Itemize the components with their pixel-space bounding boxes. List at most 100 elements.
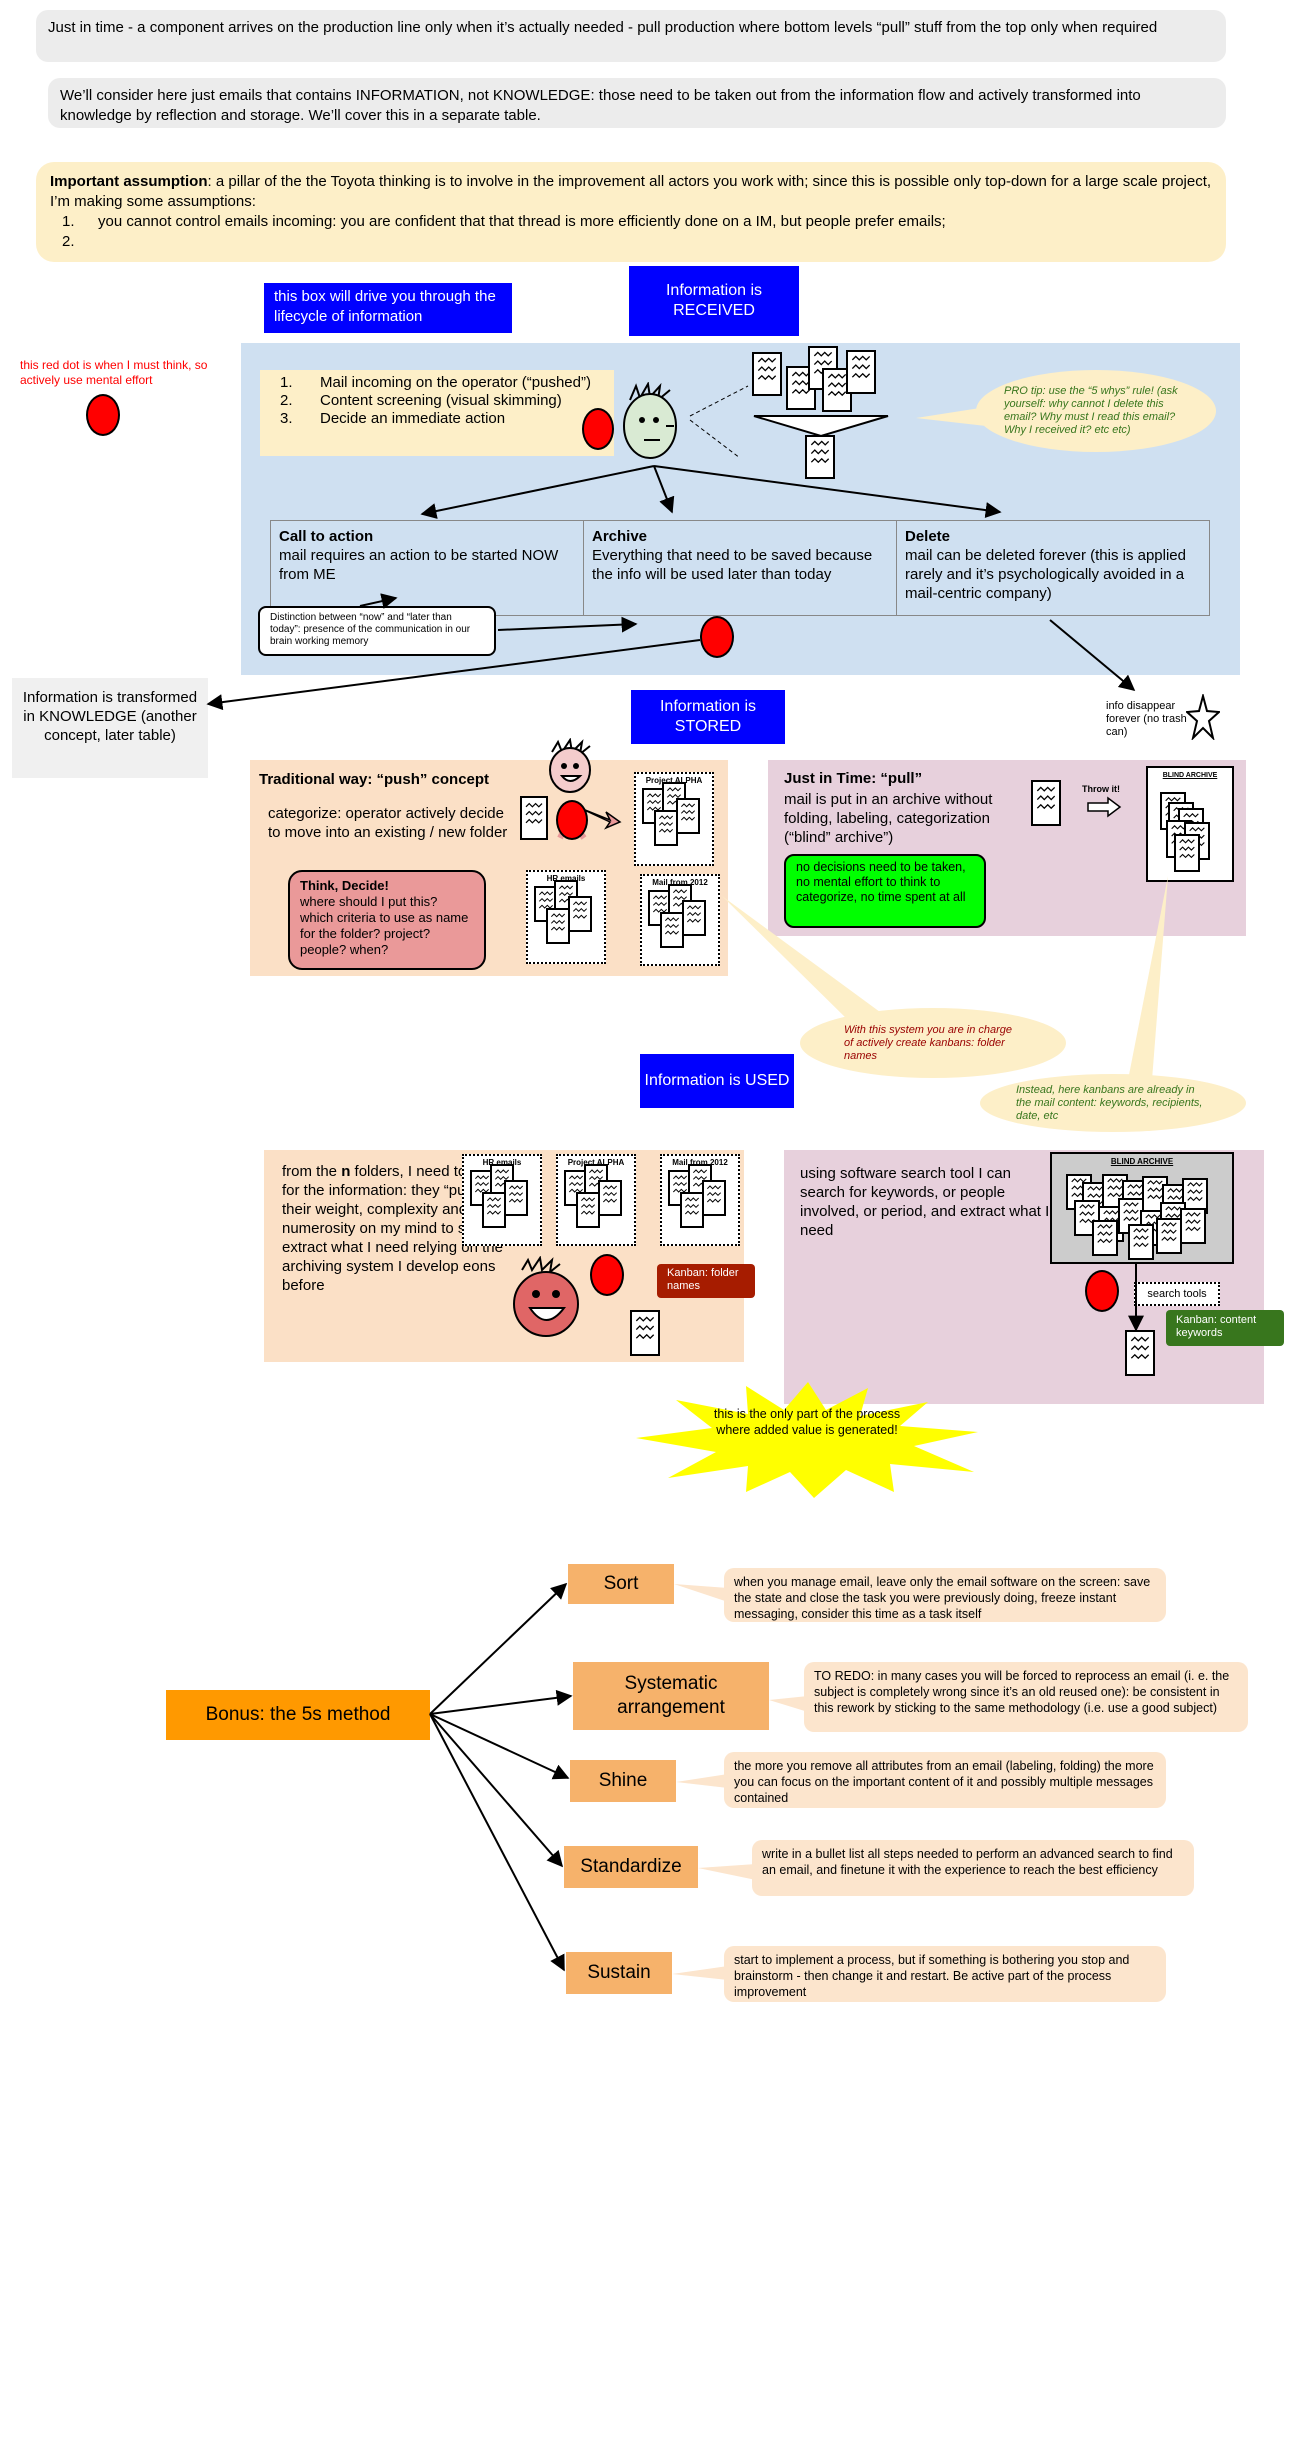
mail-icon	[752, 352, 782, 396]
mail-icon	[846, 350, 876, 394]
folder-label: Project ALPHA	[645, 776, 703, 785]
disappear-note: info disappear forever (no trash can)	[1106, 700, 1187, 738]
kanban-folder-label: Kanban: folder names	[657, 1264, 755, 1298]
received-step-2: 2. Content screening (visual skimming)	[266, 392, 608, 410]
used-label: Information is USED	[640, 1054, 794, 1108]
pull-kanban-text: Instead, here kanbans are already in the…	[1016, 1083, 1203, 1122]
mail-icon	[598, 1180, 622, 1216]
pull-title: Just in Time: “pull”	[784, 770, 923, 787]
red-dot-software	[1085, 1270, 1119, 1312]
received-step-1: 1.Mail incoming on the operator (“pushed…	[266, 374, 608, 392]
red-dot-search	[590, 1254, 624, 1296]
folder-label: HR emails	[546, 874, 586, 883]
folder-label: HR emails	[482, 1158, 522, 1167]
mail-icon	[702, 1180, 726, 1216]
red-dot-legend	[86, 394, 120, 436]
action-text: Everything that need to be saved because…	[592, 547, 873, 583]
mail-icon	[1156, 1218, 1182, 1254]
action-text: mail can be deleted forever (this is app…	[905, 547, 1186, 602]
pro-tip-text: PRO tip: use the “5 whys” rule! (ask you…	[1004, 385, 1178, 436]
folder-label: Mail from 2012	[672, 1158, 728, 1167]
folder-hr-emails-used: HR emails	[462, 1154, 542, 1246]
step-text: Decide an immediate action	[320, 410, 506, 427]
five-s-sustain: Sustain	[566, 1952, 672, 1994]
mail-icon	[654, 810, 678, 846]
mail-icon	[576, 1192, 600, 1228]
assumption-note: Important assumption: a pillar of the th…	[36, 162, 1226, 262]
jit-note: Just in time - a component arrives on th…	[36, 10, 1226, 62]
folder-label: Mail from 2012	[652, 878, 708, 887]
assumption-text: : a pillar of the the Toyota thinking is…	[50, 173, 1212, 210]
blind-archive-used: BLIND ARCHIVE	[1050, 1152, 1234, 1264]
step-number: 1.	[280, 374, 293, 391]
info-knowledge-text: We’ll consider here just emails that con…	[60, 87, 1141, 124]
folder-mail-2012: Mail from 2012	[640, 874, 720, 966]
blind-archive-label: BLIND ARCHIVE	[1162, 772, 1218, 779]
mail-icon	[682, 900, 706, 936]
mail-icon	[680, 1192, 704, 1228]
star-icon	[1186, 694, 1220, 740]
mail-icon	[805, 435, 835, 479]
mail-icon	[676, 798, 700, 834]
folder-project-alpha: Project ALPHA	[634, 772, 714, 866]
folder-project-alpha-used: Project ALPHA	[556, 1154, 636, 1246]
mail-icon	[1031, 780, 1061, 826]
five-s-sort: Sort	[568, 1564, 674, 1604]
search-tools-box: search tools	[1134, 1282, 1220, 1306]
mail-icon	[1125, 1330, 1155, 1376]
value-starburst-icon	[636, 1382, 978, 1498]
five-s-shine-note: the more you remove all attributes from …	[724, 1752, 1166, 1808]
push-used-text-a: from the	[282, 1163, 342, 1180]
step-number: 2.	[280, 392, 293, 409]
five-s-shine: Shine	[570, 1760, 676, 1802]
funnel-arrow-icon	[753, 415, 889, 438]
mail-icon	[568, 896, 592, 932]
throw-label: Throw it!	[1082, 784, 1120, 794]
mail-icon	[504, 1180, 528, 1216]
info-knowledge-note: We’ll consider here just emails that con…	[48, 78, 1226, 128]
kanban-content-label: Kanban: content keywords	[1166, 1310, 1284, 1346]
think-title: Think, Decide!	[300, 878, 389, 893]
assumption-number: 1.	[62, 213, 75, 230]
red-dot-note: this red dot is when I must think, so ac…	[20, 358, 208, 387]
value-text: this is the only part of the process whe…	[713, 1407, 901, 1437]
five-s-arrangement-note: TO REDO: in many cases you will be force…	[804, 1662, 1248, 1732]
red-dot-decision	[700, 616, 734, 658]
pull-text: mail is put in an archive without foldin…	[784, 791, 993, 846]
push-kanban-text: With this system you are in charge of ac…	[844, 1023, 1013, 1062]
action-title: Delete	[905, 528, 951, 545]
five-s-sustain-note: start to implement a process, but if som…	[724, 1946, 1166, 2002]
mail-icon	[1174, 834, 1200, 872]
received-steps: 1.Mail incoming on the operator (“pushed…	[260, 370, 614, 456]
action-call: Call to action mail requires an action to…	[271, 521, 584, 615]
assumption-item-text: you cannot control emails incoming: you …	[98, 213, 946, 230]
stored-label: Information is STORED	[631, 690, 785, 744]
five-s-title: Bonus: the 5s method	[166, 1690, 430, 1740]
folder-mail-2012-used: Mail from 2012	[660, 1154, 740, 1246]
assumption-bold: Important assumption	[50, 173, 208, 190]
received-step-3: 3. Decide an immediate action	[266, 410, 608, 428]
mail-icon	[1092, 1220, 1118, 1256]
action-text: mail requires an action to be started NO…	[279, 547, 559, 583]
assumption-item-2: 2.	[50, 232, 1212, 252]
five-s-sort-note: when you manage email, leave only the em…	[724, 1568, 1166, 1622]
assumption-item-1: 1. you cannot control emails incoming: yo…	[50, 212, 1212, 232]
action-table: Call to action mail requires an action to…	[270, 520, 1210, 616]
received-label: Information is RECEIVED	[629, 266, 799, 336]
five-s-standardize: Standardize	[564, 1846, 698, 1888]
folder-label: Project ALPHA	[567, 1158, 625, 1167]
distinction-note: Distinction between “now” and “later tha…	[258, 606, 496, 656]
guide-box: this box will drive you through the life…	[264, 283, 512, 333]
push-title: Traditional way: “push” concept	[259, 771, 490, 788]
action-delete: Delete mail can be deleted forever (this …	[897, 521, 1209, 615]
action-title: Call to action	[279, 528, 374, 545]
step-number: 3.	[280, 410, 293, 427]
operator-laughing-icon	[513, 1256, 579, 1337]
step-text: Content screening (visual skimming)	[320, 392, 562, 409]
push-text: categorize: operator actively decide to …	[268, 805, 508, 841]
throw-arrow-icon	[1087, 796, 1122, 818]
assumption-number: 2.	[62, 233, 75, 250]
think-box: Think, Decide!where should I put this? w…	[288, 870, 486, 970]
assumption-paragraph: Important assumption: a pillar of the th…	[50, 172, 1212, 212]
mail-icon	[1128, 1224, 1154, 1260]
